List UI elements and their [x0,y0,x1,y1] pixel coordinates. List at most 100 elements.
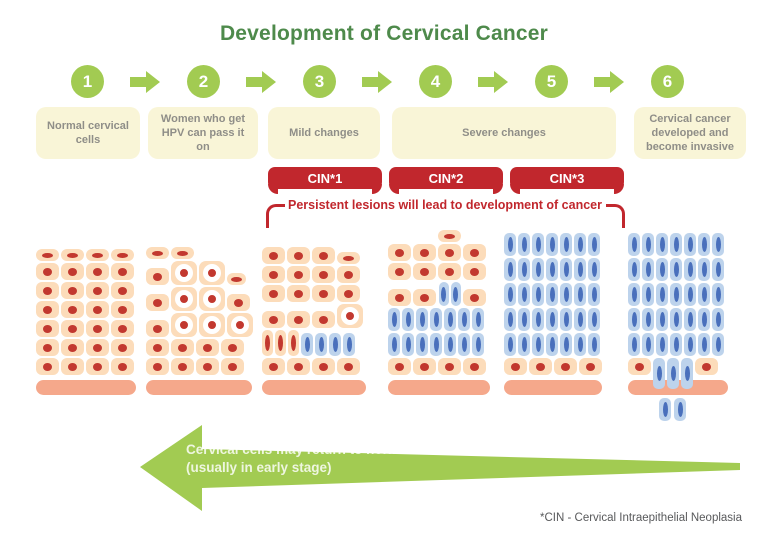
abnormal-blue-cell [684,308,696,331]
abnormal-blue-cell [430,308,442,331]
abnormal-blue-cell [546,308,558,331]
flat-normal-cell [337,252,360,264]
abnormal-blue-cell [430,333,442,356]
nucleus [420,267,429,276]
nucleus [278,335,283,351]
nucleus [269,315,278,324]
nucleus [42,252,53,258]
normal-cell [36,320,59,337]
nucleus [645,262,651,277]
normal-cell [529,358,552,375]
normal-cell [312,311,335,328]
basement-membrane [36,380,136,395]
abnormal-blue-cell [712,308,724,331]
cell-row [36,301,136,318]
abnormal-blue-cell [444,333,456,356]
nucleus [395,362,404,371]
nucleus [93,362,102,371]
normal-cell [262,266,285,283]
nucleus [662,402,668,417]
cell-row [628,283,728,306]
abnormal-blue-cell [642,283,654,306]
nucleus [470,267,479,276]
nucleus [433,337,439,352]
nucleus [659,287,665,302]
empty-space [388,225,411,242]
stage-label-1: Normal cervical cells [36,107,140,159]
dysplastic-peach-cell [262,330,273,356]
abnormal-blue-cell [674,398,686,421]
abnormal-blue-cell [588,333,600,356]
nucleus [405,312,411,327]
nucleus [68,343,77,352]
abnormal-blue-cell [560,308,572,331]
abnormal-blue-cell [532,308,544,331]
nucleus [591,237,597,252]
flat-normal-cell [146,247,169,259]
nucleus [318,337,324,352]
nucleus [294,270,303,279]
abnormal-blue-cell [504,233,516,256]
abnormal-blue-cell [642,308,654,331]
abnormal-blue-cell [343,333,355,356]
nucleus [563,312,569,327]
abnormal-blue-cell [670,308,682,331]
empty-space [196,242,219,259]
nucleus [631,262,637,277]
hpv-halo-cell [199,261,225,285]
nucleus [231,316,249,334]
normal-cell [287,247,310,264]
nucleus [294,251,303,260]
blue-cell-piercing-basal-layer [667,358,679,389]
abnormal-blue-cell [301,333,313,356]
empty-space [413,225,436,242]
normal-cell [287,311,310,328]
nucleus [673,337,679,352]
normal-cell [36,282,59,299]
nucleus [591,312,597,327]
normal-cell [413,289,436,306]
nucleus [346,337,352,352]
normal-cell [61,339,84,356]
normal-cell [463,289,486,306]
nucleus [92,252,103,258]
abnormal-blue-cell [504,258,516,281]
cell-row [262,304,366,328]
nucleus [319,270,328,279]
cell-row [504,283,602,306]
cell-row [388,333,490,356]
normal-cell [262,311,285,328]
abnormal-blue-cell [684,283,696,306]
normal-cell [312,247,335,264]
cell-row [36,320,136,337]
hpv-halo-cell [171,313,197,337]
page-title: Development of Cervical Cancer [219,22,549,45]
abnormal-blue-cell [402,308,414,331]
nucleus [631,337,637,352]
nucleus [507,287,513,302]
nucleus [461,312,467,327]
cell-row [504,333,602,356]
cell-row [388,282,490,306]
nucleus [453,286,458,302]
nucleus [419,312,425,327]
cell-panel-stage-4-severe-changes-cin2 [388,225,490,395]
nucleus [715,237,721,252]
abnormal-blue-cell [574,258,586,281]
nucleus [444,233,455,239]
nucleus [631,312,637,327]
nucleus [687,337,693,352]
step-arrow-icon [246,71,276,93]
normal-cell [221,358,244,375]
nucleus [591,262,597,277]
abnormal-blue-cell [656,258,668,281]
cin-banner-1: CIN*1 [268,167,382,194]
nucleus [535,287,541,302]
nucleus [153,343,162,352]
nucleus [511,362,520,371]
abnormal-blue-cell [504,283,516,306]
nucleus [153,272,162,281]
abnormal-blue-cell [684,333,696,356]
cell-row [628,333,728,356]
abnormal-blue-cell [670,333,682,356]
